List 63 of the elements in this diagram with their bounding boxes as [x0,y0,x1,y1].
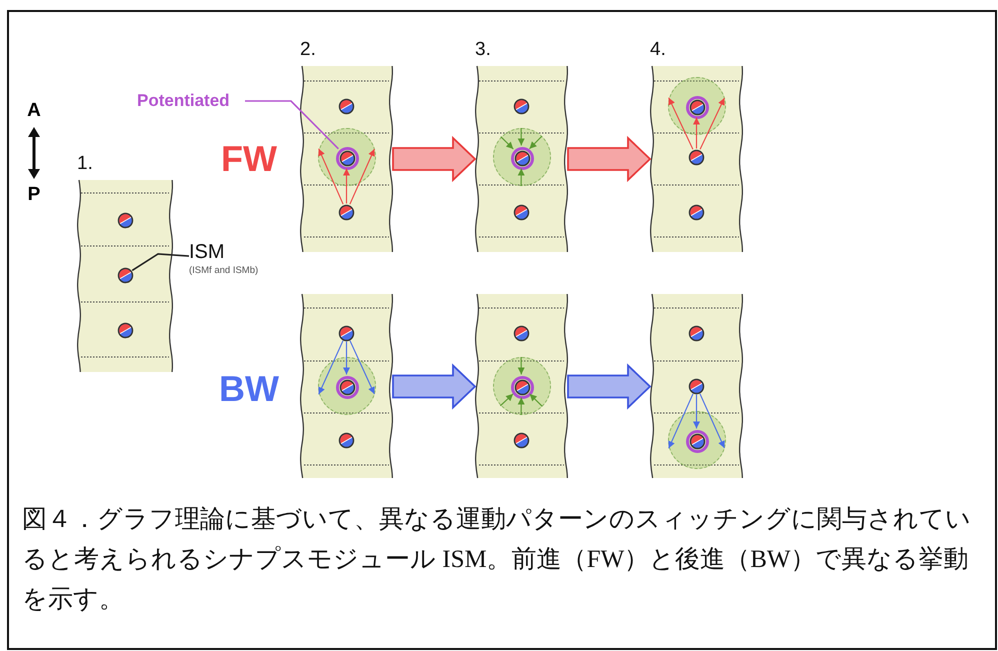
potentiated-synapse [511,146,534,170]
block-arrow [567,136,652,182]
panel-number: 1. [77,153,93,175]
synapse-module [338,98,355,114]
arrow [518,168,525,186]
body-segment-strip [300,294,393,479]
panel-number: 3. [475,39,491,61]
arrow [668,394,694,449]
synapse-module [116,212,134,228]
arrow [529,136,542,150]
synapse-module [688,378,705,394]
leader-line [245,100,339,150]
potentiated-synapse [336,146,359,170]
body-segment-strip [475,294,568,479]
synapse-module [338,204,355,220]
synapse-module [513,432,530,448]
part-sublabel: (ISMf and ISMb) [189,265,260,277]
figure-caption: 図４．グラフ理論に基づいて、異なる運動パターンのスィッチングに関与されていると考えられるシナプスモジュール ISM。前進（FW）と後進（BW）で異なる挙動を示す。 [22,505,972,615]
synapse-module [116,322,134,338]
arrow [343,168,350,204]
arrow [349,148,375,204]
arrow [668,97,694,150]
arrow [693,394,700,428]
axis-letter: A [26,100,42,122]
block-arrow [567,363,652,410]
synapse-module [338,432,355,448]
row-label: FW [220,138,278,180]
arrow [693,118,700,148]
synapse-module [688,324,705,342]
part-label: ISM [189,240,225,264]
leader-line [132,253,190,272]
arrow [343,342,350,374]
potentiation-field [318,128,376,186]
block-arrow [392,363,476,410]
potentiated-synapse [336,376,359,398]
arrow [500,136,514,150]
arrow [318,148,344,204]
annotation-label: Potentiated [137,90,245,112]
arrow [700,394,725,448]
panel-number: 4. [650,39,666,61]
panel-number: 2. [300,39,316,61]
arrow [518,398,525,415]
row-label: BW [218,368,280,410]
synapse-module [116,266,134,284]
arrow [518,357,525,374]
arrow [318,340,344,395]
synapse-module [338,324,355,342]
arrow [350,340,375,394]
axis-letter: P [26,184,42,206]
synapse-module [513,204,530,220]
synapse-module [513,324,530,342]
synapse-module [513,98,530,114]
potentiated-synapse [511,376,534,398]
arrow [529,394,543,407]
arrow [700,98,725,150]
potentiated-synapse [686,430,709,452]
potentiated-synapse [686,96,709,118]
body-segment-strip [650,294,743,479]
arrow [500,394,514,406]
arrow [518,128,525,146]
block-arrow [392,136,476,182]
synapse-module [688,148,705,166]
synapse-module [688,204,705,220]
